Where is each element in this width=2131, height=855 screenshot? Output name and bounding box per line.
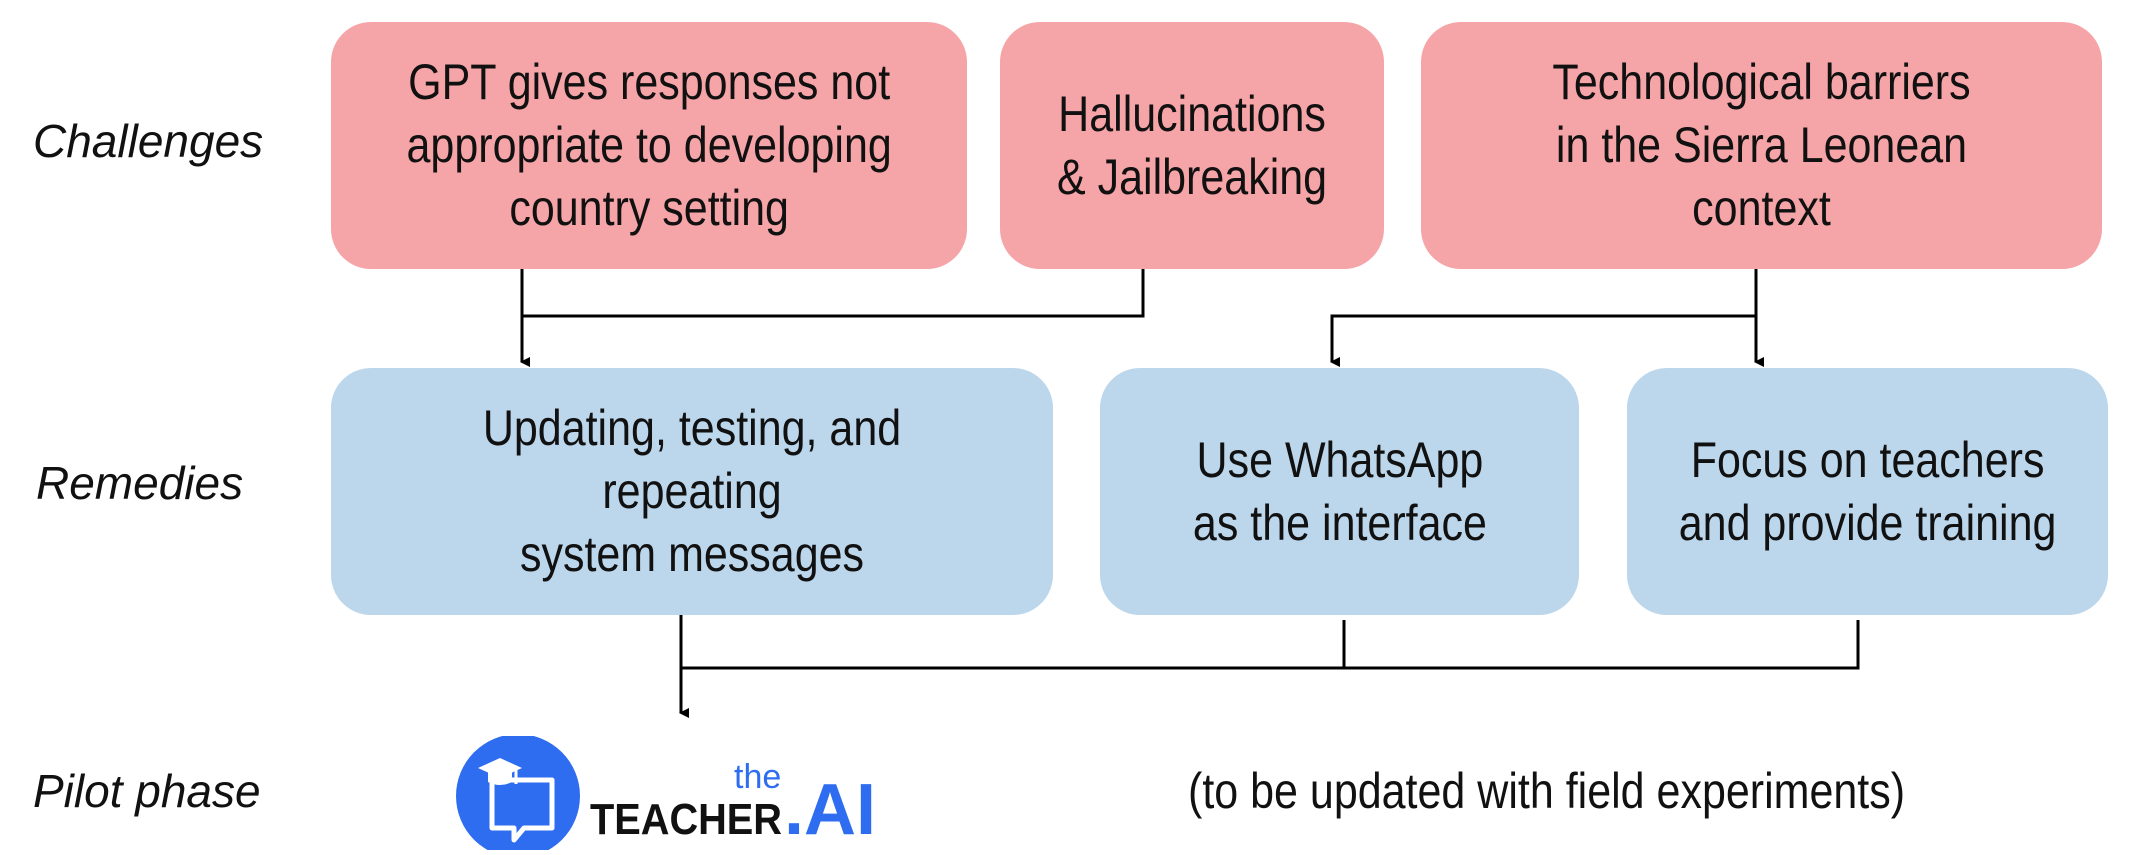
challenge-box-hallucinations: Hallucinations & Jailbreaking (1000, 22, 1384, 269)
logo-main-word: TEACHER (590, 795, 782, 844)
pilot-note: (to be updated with field experiments) (1188, 763, 1906, 819)
logo-small-word: the (734, 758, 781, 796)
row-label-pilot-phase: Pilot phase (33, 765, 261, 817)
graduation-chat-icon (456, 734, 580, 855)
teacher-ai-logo-graphic: the TEACHER .AI (456, 734, 876, 855)
remedy-box-whatsapp: Use WhatsApp as the interface (1100, 368, 1579, 615)
remedy-text-teacher-training: Focus on teachers and provide training (1678, 431, 2057, 551)
row-label-challenges: Challenges (33, 115, 264, 167)
challenge-box-technological-barriers: Technological barriers in the Sierra Leo… (1421, 22, 2102, 269)
connector-challenge-2-to-merge (522, 269, 1145, 318)
logo-dot-ai: .AI (784, 770, 876, 850)
remedy-box-teacher-training: Focus on teachers and provide training (1627, 368, 2108, 615)
remedy-text-whatsapp: Use WhatsApp as the interface (1192, 431, 1487, 551)
remedy-box-system-messages: Updating, testing, and repeating system … (331, 368, 1053, 615)
remedy-text-system-messages: Updating, testing, and repeating system … (482, 400, 902, 582)
connector-remedy-3-stem (681, 620, 1860, 670)
challenge-box-gpt-responses: GPT gives responses not appropriate to d… (331, 22, 967, 269)
teacher-ai-logo: the TEACHER .AI (456, 734, 906, 855)
challenge-text-technological-barriers: Technological barriers in the Sierra Leo… (1552, 54, 1971, 236)
row-label-remedies: Remedies (36, 457, 244, 509)
arrow-to-remedy-2 (1330, 314, 1756, 367)
challenge-text-hallucinations: Hallucinations & Jailbreaking (1056, 85, 1328, 205)
challenge-text-gpt-responses: GPT gives responses not appropriate to d… (406, 54, 892, 236)
